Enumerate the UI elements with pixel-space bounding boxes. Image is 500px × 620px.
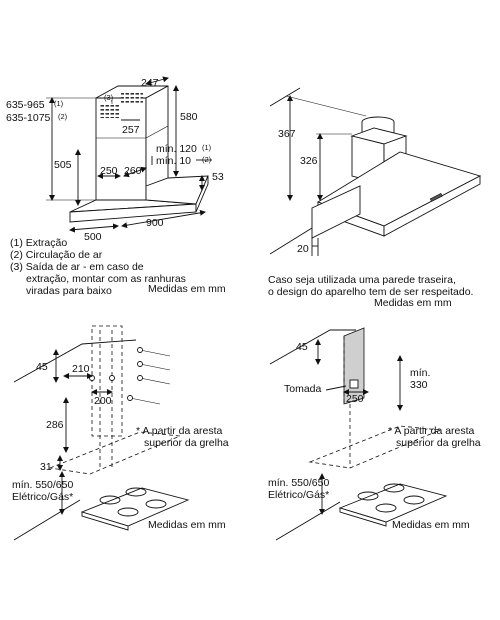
units-label-1: Medidas em mm (148, 283, 226, 295)
dim-326: 326 (300, 155, 318, 167)
dim-250-right: 250 (346, 393, 364, 405)
hob-burner-3 (117, 507, 139, 517)
dim-257: 257 (122, 124, 140, 136)
socket-leader (325, 385, 347, 391)
dim-min120-ref: (1) (202, 143, 212, 152)
min-distance-left-2: Elétrico/Gás* (12, 491, 73, 503)
legend-line-4: extração, montar com as ranhuras (26, 273, 186, 285)
units-label-3: Medidas em mm (148, 519, 226, 531)
footnote-right-1: * A partir da aresta (388, 425, 475, 437)
dim-635-965-ref: (1) (54, 99, 64, 108)
hob-front-right (339, 507, 387, 527)
dim-635-1075-ref: (2) (58, 112, 68, 121)
dim-500: 500 (84, 231, 102, 243)
footnote-left-1: * A partir da aresta (136, 425, 223, 437)
footnote-left-2: superior da grelha (144, 437, 229, 449)
hob-burner-4 (145, 499, 167, 509)
canopy-outline-right (308, 425, 441, 469)
back-wall-panel (311, 185, 361, 239)
dim-250: 250 (100, 165, 118, 177)
legend-line-3: (3) Saída de ar - em caso de (10, 261, 144, 273)
legend-line-1: (1) Extração (10, 237, 67, 249)
dim-53: 53 (212, 171, 224, 183)
dim-31: 31 (40, 461, 52, 473)
hob-burner-r4 (403, 495, 425, 505)
ceiling-edge-right (269, 329, 356, 365)
dim-line-247 (145, 76, 169, 86)
marker-outlet-3: (3) (104, 93, 114, 102)
dim-635-965: 635-965 (6, 99, 45, 111)
floor-edge-right (275, 501, 341, 541)
dim-330: 330 (410, 379, 428, 391)
dim-247: 247 (141, 77, 159, 89)
dim-580: 580 (180, 111, 198, 123)
socket-label: Tomada (284, 383, 322, 395)
dim-line-900 (121, 209, 206, 229)
chimney-outline (91, 325, 123, 437)
dim-367: 367 (278, 128, 296, 140)
ceiling-edge (13, 339, 137, 383)
wall-bottom (269, 227, 313, 255)
canopy-outline (48, 431, 181, 475)
dim-45-left: 45 (36, 361, 48, 373)
dim-min-right: mín. (410, 367, 430, 379)
min-distance-right-2: Elétrico/Gás* (268, 489, 329, 501)
ceiling-line (269, 87, 301, 107)
units-label-2: Medidas em mm (374, 297, 452, 309)
min-distance-right-1: mín. 550/650 (268, 477, 329, 489)
legend-line-5: viradas para baixo (26, 285, 112, 297)
legend-line-2: (2) Circulação de ar (10, 249, 103, 261)
dim-260: 260 (124, 165, 142, 177)
hob-burner-r3 (375, 503, 397, 513)
dim-line-500 (69, 223, 119, 233)
footnote-right-2: superior da grelha (396, 437, 481, 449)
canopy-side (383, 175, 481, 237)
hob-burner-1 (99, 495, 121, 505)
hob-burner-2 (125, 487, 147, 497)
hob-burner-r2 (383, 483, 405, 493)
floor-edge-left (13, 499, 81, 541)
dim-635-1075: 635-1075 (6, 112, 51, 124)
dim-45-right: 45 (296, 341, 308, 353)
air-outlet-slots-rear (121, 92, 143, 104)
hob-front (81, 511, 129, 531)
dim-210: 210 (72, 363, 90, 375)
air-outlet-slots (99, 104, 119, 118)
dim-200: 200 (94, 395, 112, 407)
dim-900: 900 (146, 217, 164, 229)
dim-min10-ref: (2) (202, 155, 212, 164)
panel-electrical-socket: 45 Tomada 250 mín. 330 * A partir da are… (268, 327, 481, 541)
panel-dimensions-front: 247 580 257 635-965 (1) 635-1075 (2) 505… (6, 76, 226, 297)
panel-dimensions-side: 367 326 20 Caso seja utilizada uma pared… (268, 87, 482, 309)
min-distance-left-1: mín. 550/650 (12, 479, 73, 491)
control-strip (429, 192, 443, 202)
dim-line-260 (123, 166, 147, 178)
dim-min120: mín. 120 (156, 143, 197, 155)
hob-burner-r1 (357, 491, 379, 501)
dim-min10: mín. 10 (156, 155, 191, 167)
dim-505: 505 (54, 159, 72, 171)
panel-mounting-bracket: 45 210 200 286 31 * A partir da aresta s… (12, 325, 229, 541)
dim-286: 286 (46, 419, 64, 431)
dim-20: 20 (297, 243, 309, 255)
units-label-4: Medidas em mm (392, 519, 470, 531)
rear-wall-note-1: Caso seja utilizada uma parede traseira, (268, 274, 456, 286)
socket-box (349, 379, 359, 389)
rear-wall-note-2: o design do aparelho tem de ser respeita… (268, 286, 473, 298)
